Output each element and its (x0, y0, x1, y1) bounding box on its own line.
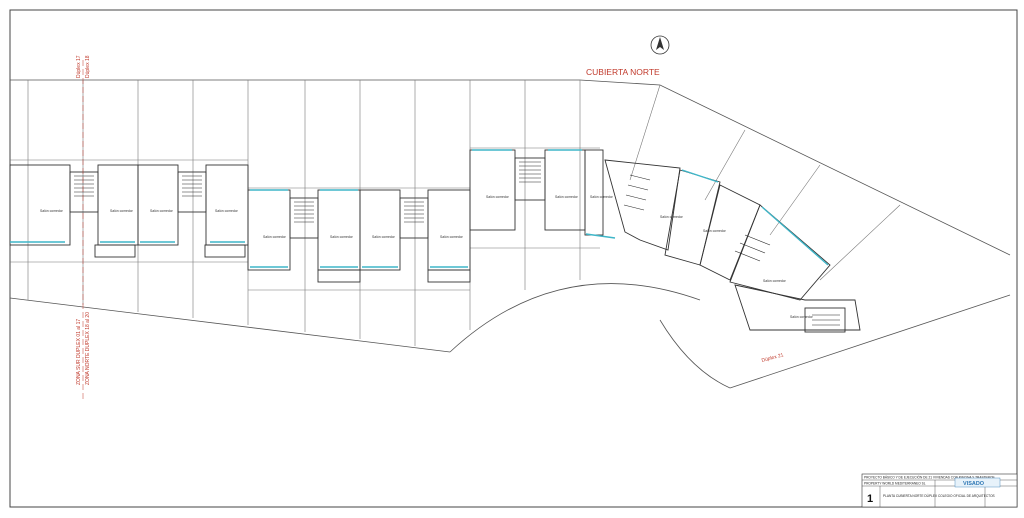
stamp-text: COLEGIO OFICIAL DE ARQUITECTOS (938, 494, 995, 498)
room-label: Salón comedor (703, 229, 727, 233)
sheet-title: PLANTA CUBIERTA NORTE DÚPLEX (883, 493, 938, 498)
zone-north-label: ZONA NORTE DUPLEX 18 al 20 (85, 312, 91, 385)
north-arrow-icon (650, 35, 670, 55)
project-title: PROYECTO BÁSICO Y DE EJECUCIÓN DE 21 VIV… (864, 475, 995, 480)
room-label: Salón comedor (440, 235, 464, 239)
room-label: Salón comedor (263, 235, 287, 239)
room-label: Salón comedor (763, 279, 787, 283)
duplex-21-label: Dúplex 21 (761, 352, 785, 364)
title-block: PROYECTO BÁSICO Y DE EJECUCIÓN DE 21 VIV… (861, 473, 1018, 508)
room-label: Salón comedor (330, 235, 354, 239)
site-outline (9, 79, 1011, 389)
room-label: Salón comedor (660, 215, 684, 219)
sheet-code: 1 (867, 493, 873, 505)
duplex-block-curved (604, 159, 861, 333)
room-label: Salón comedor (40, 209, 64, 213)
stair-hatching (74, 161, 840, 326)
duplex-block-east (469, 149, 604, 236)
room-label: Salón comedor (372, 235, 396, 239)
plot-lines (10, 80, 901, 346)
room-label: Salón comedor (150, 209, 174, 213)
glazing-lines (10, 149, 829, 268)
duplex-block-west (9, 164, 249, 258)
duplex-18-label: Dúplex 18 (85, 55, 91, 78)
firm-logo-text: VISADO (963, 481, 985, 487)
owner-name: PROPERTY WORLD MEDITERRANEO SL (864, 482, 926, 486)
sheet-frame (9, 9, 1018, 508)
room-label: Salón comedor (110, 209, 134, 213)
room-label: Salón comedor (215, 209, 239, 213)
room-label: Salón comedor (790, 315, 814, 319)
duplex-17-label: Dúplex 17 (76, 55, 82, 78)
room-labels: Salón comedor Salón comedor Salón comedo… (40, 195, 814, 319)
room-label: Salón comedor (555, 195, 579, 199)
firm-logo (954, 477, 1001, 488)
room-label: Salón comedor (486, 195, 510, 199)
room-label: Salón comedor (590, 195, 614, 199)
zone-south-label: ZONA SUR DUPLEX 01 al 17 (76, 319, 82, 385)
roof-label: CUBIERTA NORTE (586, 67, 660, 77)
